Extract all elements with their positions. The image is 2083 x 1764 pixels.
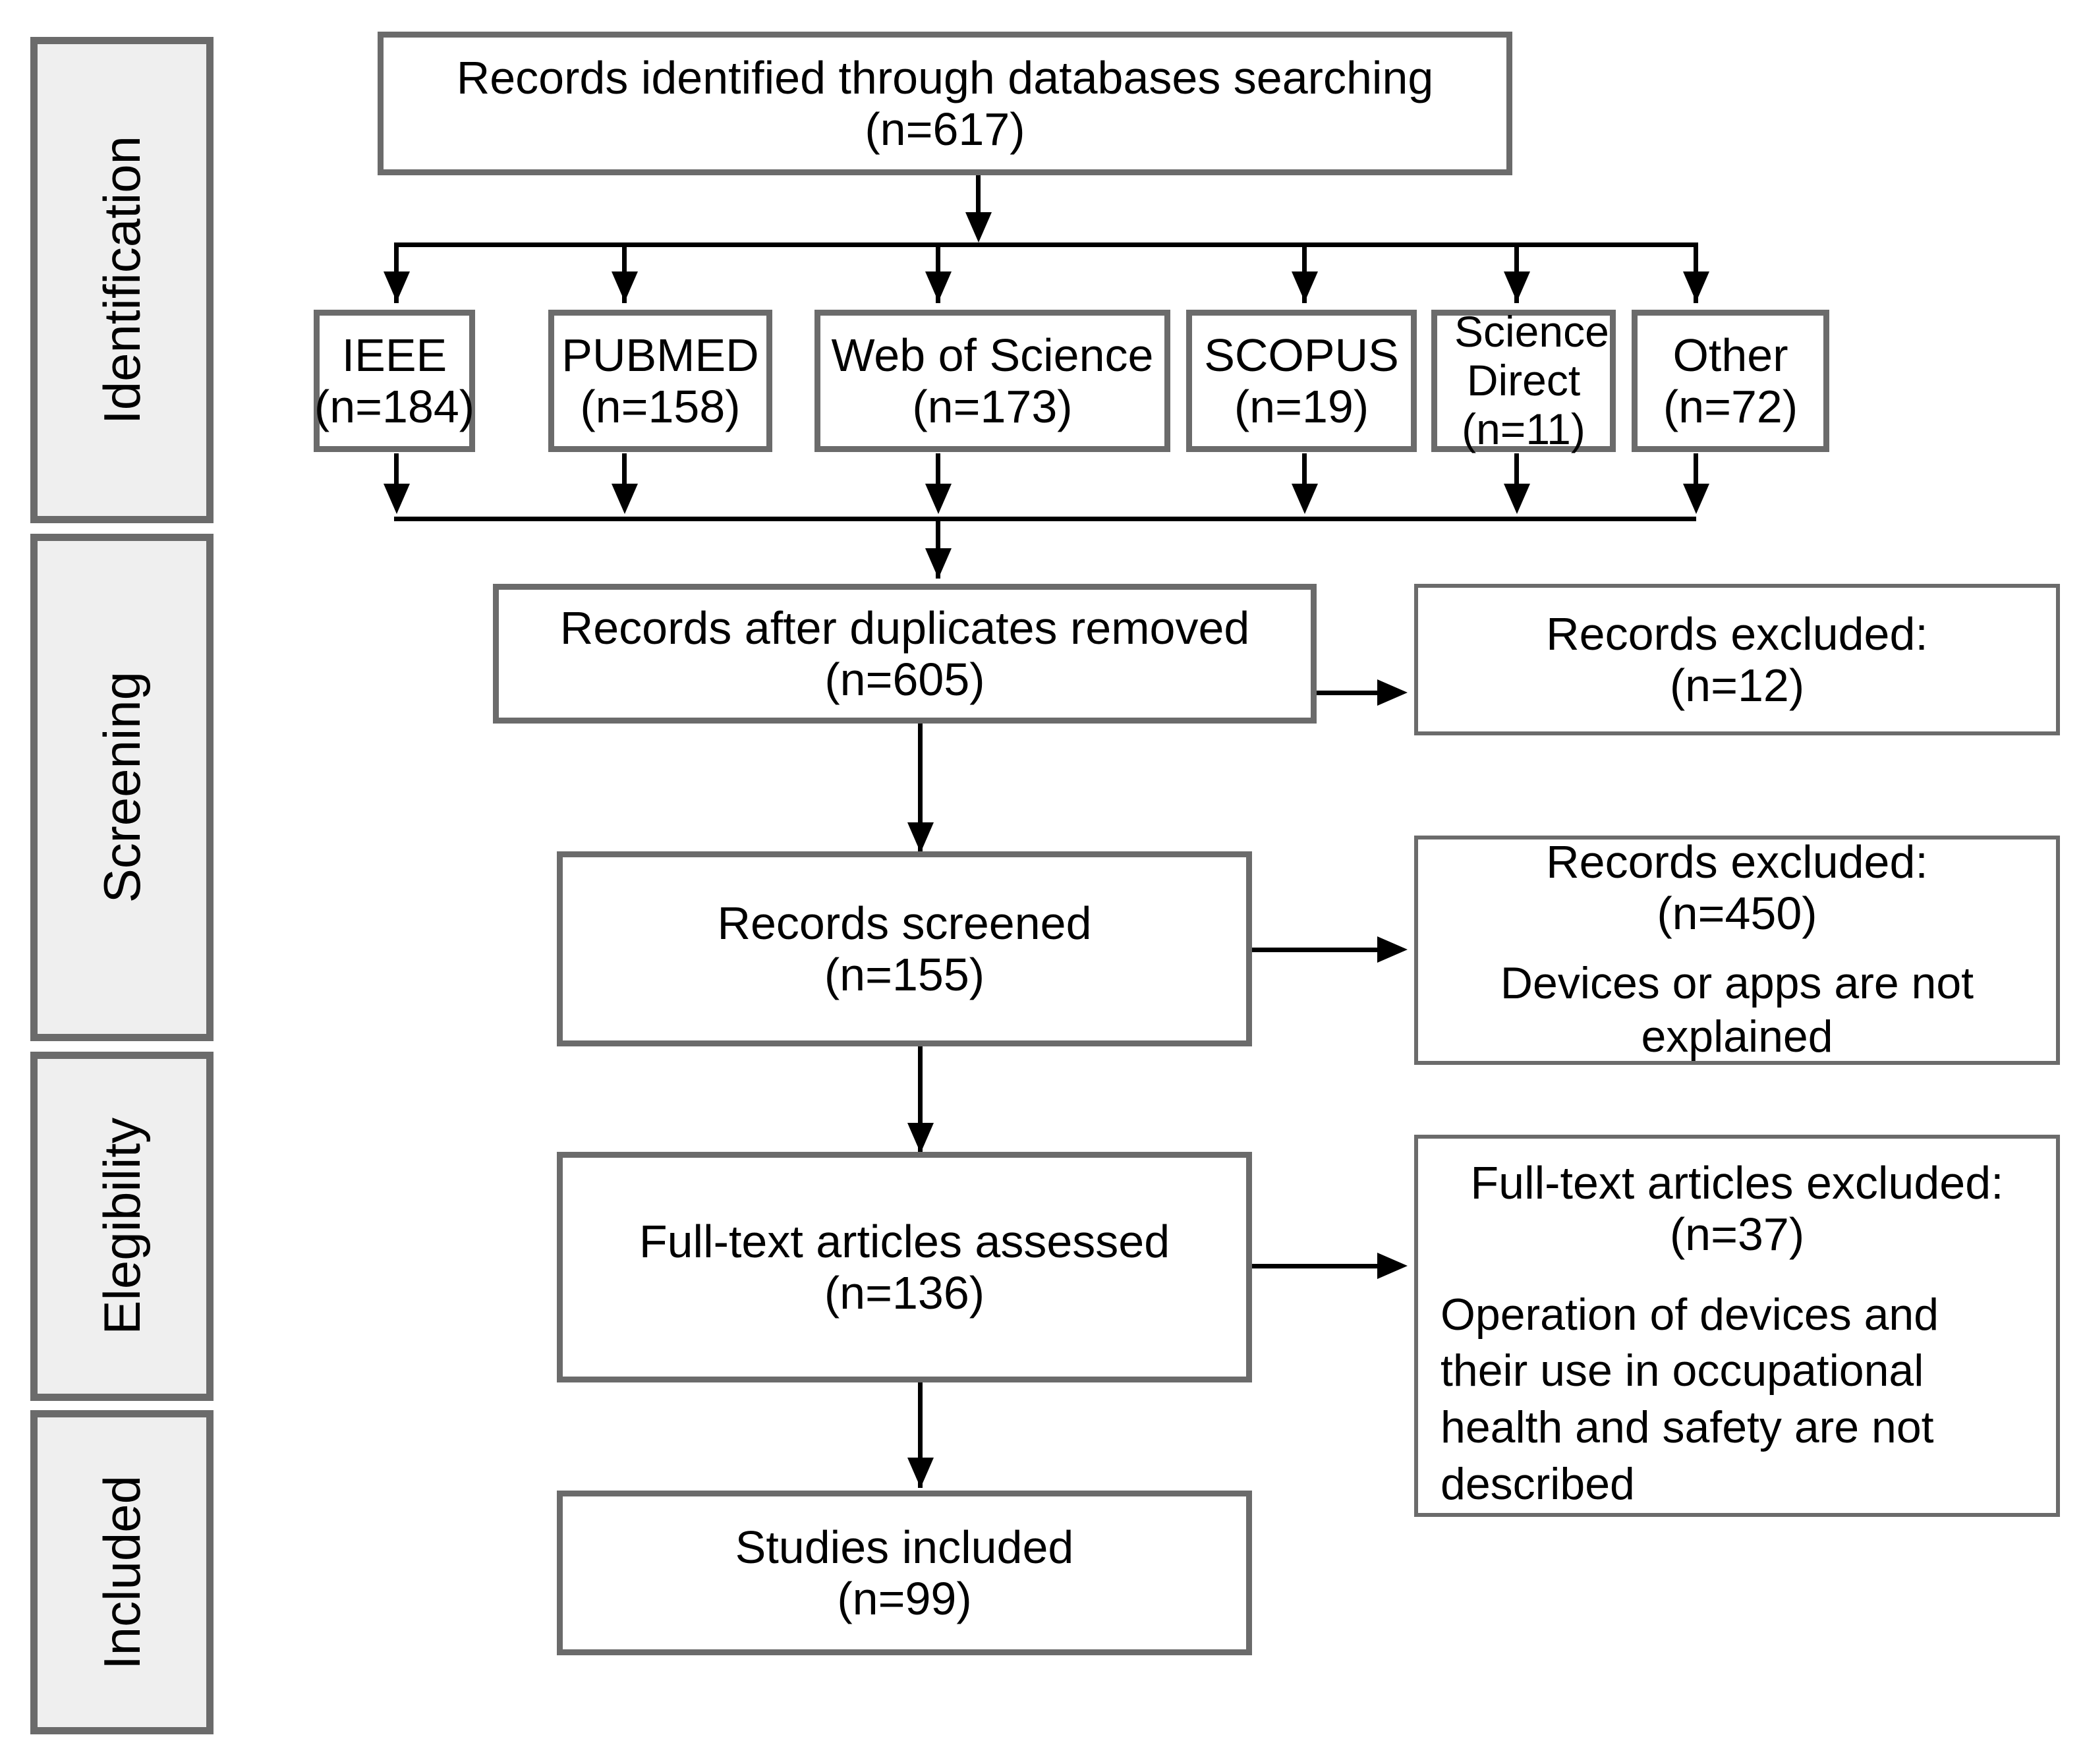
connector-science-direct-down <box>1514 453 1519 493</box>
box-records-identified-count: (n=617) <box>865 103 1025 155</box>
box-fulltext-excluded: Full-text articles excluded: (n=37) Oper… <box>1414 1135 2060 1517</box>
connector-screened-to-excluded <box>1252 948 1383 952</box>
arrow-bus-to-wos <box>925 271 952 302</box>
arrow-bus-to-scopus <box>1292 271 1318 302</box>
box-fulltext-excluded-title: Full-text articles excluded: <box>1470 1157 2004 1209</box>
arrow-duplicates-to-screened <box>907 822 934 853</box>
arrow-bus-to-ieee <box>384 271 410 302</box>
box-records-excluded-duplicates-count: (n=12) <box>1669 660 1805 711</box>
connector-wos-down <box>936 453 940 493</box>
box-database-other-name: Other <box>1672 329 1788 381</box>
stage-box-identification: Identification <box>30 37 214 523</box>
arrow-fulltext-to-included <box>907 1458 934 1488</box>
arrow-fulltext-to-excluded <box>1377 1253 1408 1279</box>
box-studies-included-title: Studies included <box>735 1521 1074 1573</box>
arrow-source-to-bus <box>965 212 992 242</box>
box-database-scopus: SCOPUS (n=19) <box>1186 310 1417 452</box>
connector-ieee-down <box>394 453 399 493</box>
box-records-after-duplicates-count: (n=605) <box>824 654 985 705</box>
connector-fulltext-to-excluded <box>1252 1264 1383 1268</box>
box-database-web-of-science-count: (n=173) <box>912 381 1073 432</box>
box-database-web-of-science-name: Web of Science <box>831 329 1154 381</box>
box-records-screened-count: (n=155) <box>824 949 985 1000</box>
box-records-excluded-screening: Records excluded: (n=450) Devices or app… <box>1414 836 2060 1065</box>
stage-label-included: Included <box>93 1475 151 1670</box>
stage-label-eligibility: Elegibility <box>93 1118 151 1335</box>
box-database-ieee-name: IEEE <box>341 329 447 381</box>
box-database-pubmed-count: (n=158) <box>580 381 741 432</box>
box-records-after-duplicates-title: Records after duplicates removed <box>559 602 1250 654</box>
arrow-screened-to-fulltext <box>907 1123 934 1153</box>
box-fulltext-excluded-reason: Operation of devices and their use in oc… <box>1441 1289 1939 1509</box>
box-database-pubmed-name: PUBMED <box>561 329 759 381</box>
box-records-screened: Records screened (n=155) <box>557 851 1252 1046</box>
arrow-duplicates-to-excluded <box>1377 679 1408 706</box>
box-database-pubmed: PUBMED (n=158) <box>548 310 772 452</box>
connector-merge-bus <box>394 517 1696 521</box>
box-database-web-of-science: Web of Science (n=173) <box>814 310 1170 452</box>
box-records-excluded-screening-count: (n=450) <box>1657 888 1817 940</box>
box-database-science-direct: Science Direct (n=11) <box>1431 307 1616 453</box>
box-database-scopus-name: SCOPUS <box>1204 329 1399 381</box>
box-fulltext-assessed-count: (n=136) <box>824 1267 985 1319</box>
arrow-screened-to-excluded <box>1377 936 1408 963</box>
connector-screened-to-fulltext <box>918 1046 923 1153</box>
connector-distribution-bus <box>394 242 1694 247</box>
box-studies-included-count: (n=99) <box>837 1573 972 1624</box>
connector-scopus-down <box>1302 453 1307 493</box>
box-records-identified: Records identified through databases sea… <box>378 32 1512 175</box>
arrow-bus-to-other <box>1683 271 1709 302</box>
connector-merge-to-duplicates <box>936 517 940 579</box>
arrow-bus-to-science-direct <box>1504 271 1530 302</box>
arrow-ieee-to-merge <box>384 484 410 514</box>
box-database-other-count: (n=72) <box>1663 381 1798 432</box>
box-fulltext-assessed-title: Full-text articles assessed <box>639 1215 1170 1267</box>
stage-label-identification: Identification <box>93 136 151 424</box>
connector-duplicates-to-excluded <box>1317 691 1383 695</box>
box-records-screened-title: Records screened <box>717 897 1092 949</box>
box-records-after-duplicates: Records after duplicates removed (n=605) <box>493 584 1317 724</box>
arrow-pubmed-to-merge <box>612 484 638 514</box>
arrow-science-direct-to-merge <box>1504 484 1530 514</box>
box-database-science-direct-count: (n=11) <box>1462 404 1585 453</box>
arrow-bus-to-pubmed <box>612 271 638 302</box>
box-database-ieee-count: (n=184) <box>314 381 475 432</box>
arrow-scopus-to-merge <box>1292 484 1318 514</box>
box-records-excluded-screening-reason: Devices or apps are not explained <box>1500 957 1974 1062</box>
box-records-excluded-screening-title: Records excluded: <box>1546 836 1928 888</box>
box-records-excluded-duplicates: Records excluded: (n=12) <box>1414 584 2060 735</box>
connector-fulltext-to-included <box>918 1382 923 1488</box>
box-database-ieee: IEEE (n=184) <box>314 310 475 452</box>
arrow-wos-to-merge <box>925 484 952 514</box>
arrow-merge-to-duplicates <box>925 548 952 579</box>
box-records-identified-title: Records identified through databases sea… <box>456 51 1434 103</box>
connector-source-stem <box>976 175 981 217</box>
stage-box-screening: Screening <box>30 534 214 1041</box>
connector-other-down <box>1694 453 1698 493</box>
box-fulltext-excluded-count: (n=37) <box>1669 1209 1805 1261</box>
arrow-other-to-merge <box>1683 484 1709 514</box>
box-database-scopus-count: (n=19) <box>1234 381 1369 432</box>
connector-duplicates-to-screened <box>918 724 923 853</box>
box-database-science-direct-name: Science Direct <box>1454 307 1609 405</box>
box-database-other: Other (n=72) <box>1632 310 1829 452</box>
stage-label-screening: Screening <box>93 671 151 903</box>
stage-box-eligibility: Elegibility <box>30 1052 214 1401</box>
box-studies-included: Studies included (n=99) <box>557 1491 1252 1655</box>
connector-pubmed-down <box>622 453 627 493</box>
stage-box-included: Included <box>30 1410 214 1734</box>
box-fulltext-assessed: Full-text articles assessed (n=136) <box>557 1152 1252 1382</box>
box-records-excluded-duplicates-title: Records excluded: <box>1546 608 1928 660</box>
